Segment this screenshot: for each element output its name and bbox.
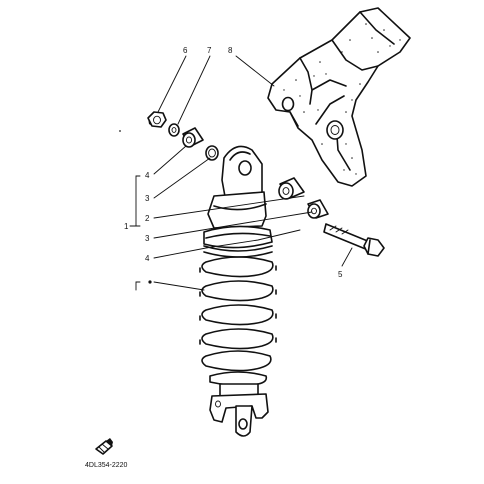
callout-7: 7 — [207, 46, 212, 55]
coil-spring — [199, 256, 277, 387]
callout-3-upper: 3 — [145, 194, 150, 203]
lower-mount-hole — [238, 418, 248, 430]
reference-dot — [148, 280, 152, 284]
bracket-stipple — [283, 23, 401, 175]
stray-mark — [119, 130, 121, 132]
mounting-bolt — [323, 223, 385, 257]
part-code: 4DL354-2220 — [85, 462, 128, 469]
side-bushing — [278, 177, 305, 200]
upper-bushing — [182, 127, 204, 148]
leader-lines — [129, 55, 353, 291]
rear-shock-absorber — [199, 145, 277, 437]
top-eye-hole — [238, 160, 252, 176]
callout-3-lower: 3 — [145, 234, 150, 243]
plain-washer — [168, 123, 180, 137]
callout-4-lower: 4 — [145, 254, 150, 263]
callout-numbers: 6 7 8 4 3 1 2 3 4 5 — [124, 46, 343, 279]
upper-oil-seal-ring — [205, 145, 219, 161]
small-parts-icon — [95, 438, 113, 455]
mounting-bracket — [267, 7, 411, 187]
callout-5: 5 — [338, 270, 343, 279]
bracket-bolt-hole-upper — [281, 96, 295, 112]
side-collar — [307, 199, 329, 219]
callout-1: 1 — [124, 222, 129, 231]
callout-6: 6 — [183, 46, 188, 55]
bracket-bolt-hole-lower — [326, 120, 344, 140]
callout-8: 8 — [228, 46, 233, 55]
callout-2: 2 — [145, 214, 150, 223]
callout-4-upper: 4 — [145, 171, 150, 180]
self-locking-nut — [147, 111, 167, 128]
